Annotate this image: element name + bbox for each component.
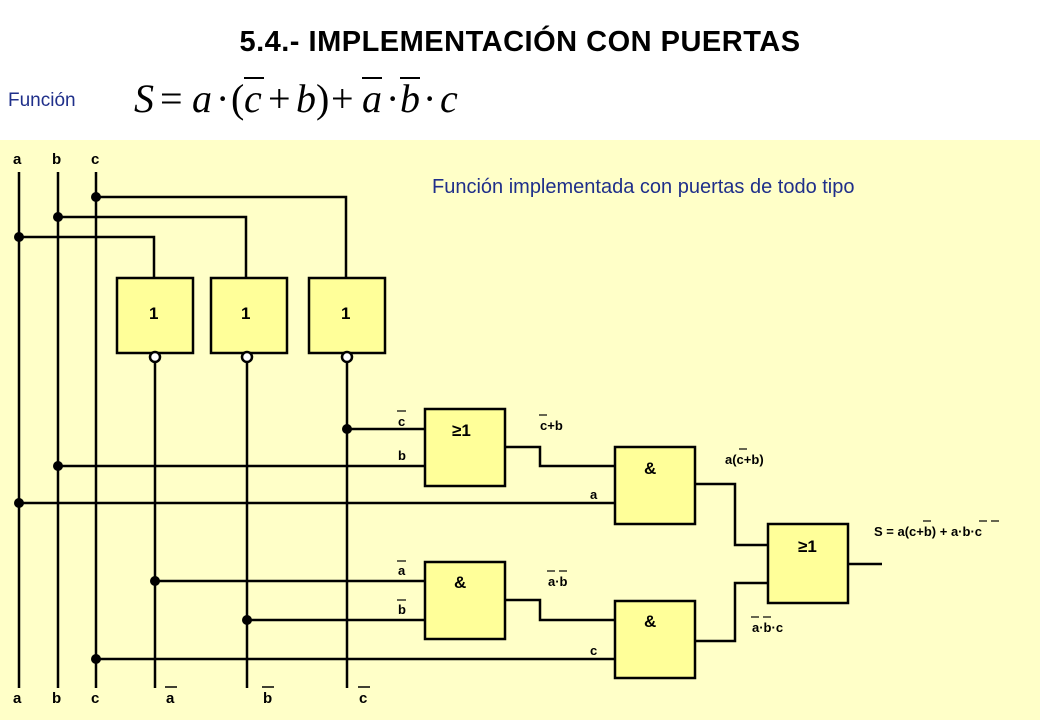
and-gate-4 [613,599,697,680]
page-title: 5.4.- IMPLEMENTACIÓN CON PUERTAS [239,26,801,58]
formula-a-bar: a [362,76,382,121]
wire-c-to-not3 [96,195,348,278]
wire-and4-to-or2 [695,581,768,643]
junction-c-and4 [91,654,101,664]
formula-plus1: + [268,76,291,121]
label-and4-in-bottom: c [590,643,597,658]
not-gate-a [115,276,195,355]
and-gate-2 [423,560,507,641]
label-and2-in-top: a [398,563,406,578]
bottom-label-c-neg: c [359,690,367,707]
junction-a-top [14,232,24,242]
formula-plus2: + [331,76,354,121]
junction-c-top [91,192,101,202]
top-label-c: c [91,151,99,168]
or-gate-2 [766,522,850,605]
formula-dot1: · [216,76,229,121]
formula-s: S [134,76,154,121]
not-symbol-b: 1 [241,304,250,323]
label-or1-in-bottom: b [398,448,406,463]
junction-b-or1 [53,461,63,471]
formula-b-bar: b [400,76,420,121]
formula-lparen: ( [231,76,244,121]
wire-or1-to-and1 [505,445,615,468]
label-and2-out: a·b [548,574,568,589]
wire-a-to-not1 [19,235,156,278]
label-and1-out: a(c+b) [725,452,764,467]
and-gate-1 [613,445,697,526]
and1-symbol: & [644,459,656,478]
not-symbol-a: 1 [149,304,158,323]
not-gate-c [307,276,387,355]
formula-dot3: · [423,76,436,121]
wire-and2-to-and4 [505,598,615,622]
bottom-label-a: a [13,690,22,707]
not-symbol-c: 1 [341,304,350,323]
and4-symbol: & [644,612,656,631]
junction-aneg [150,576,160,586]
or1-symbol: ≥1 [452,421,471,440]
not-gate-b [209,276,289,355]
label-and1-in-bottom: a [590,487,598,502]
bottom-label-b: b [52,690,61,707]
junction-b-top [53,212,63,222]
formula-c: c [440,76,458,121]
formula-rparen: ) [316,76,329,121]
junction-cneg [342,424,352,434]
formula-c-bar: c [244,76,262,121]
boolean-formula: S = a · ( c + b ) + a · b · c [134,76,458,121]
and2-symbol: & [454,573,466,592]
diagram-subtitle: Función implementada con puertas de todo… [432,176,855,198]
label-and2-in-bottom: b [398,602,406,617]
junction-bneg [242,615,252,625]
formula-b: b [296,76,316,121]
formula-a1: a [192,76,212,121]
not-bubble-a [148,350,162,364]
wire-b-to-not2 [58,215,248,278]
or2-symbol: ≥1 [798,537,817,556]
top-label-a: a [13,151,22,168]
top-label-b: b [52,151,61,168]
not-bubble-c [340,350,354,364]
formula-dot2: · [386,76,399,121]
junction-a-and1 [14,498,24,508]
label-or1-in-top: c [398,414,405,429]
function-label: Función [8,90,76,111]
bottom-label-a-neg: a [166,690,175,707]
wire-and1-to-or2 [695,482,768,547]
not-bubble-b [240,350,254,364]
label-output: S = a(c+b) + a·b·c [874,524,982,539]
bottom-label-b-neg: b [263,690,272,707]
label-or1-out: c+b [540,418,563,433]
label-and4-out: a·b·c [752,620,783,635]
diagram-panel [0,140,1040,720]
or-gate-1 [423,407,507,488]
formula-eq: = [160,76,183,121]
bottom-label-c: c [91,690,99,707]
